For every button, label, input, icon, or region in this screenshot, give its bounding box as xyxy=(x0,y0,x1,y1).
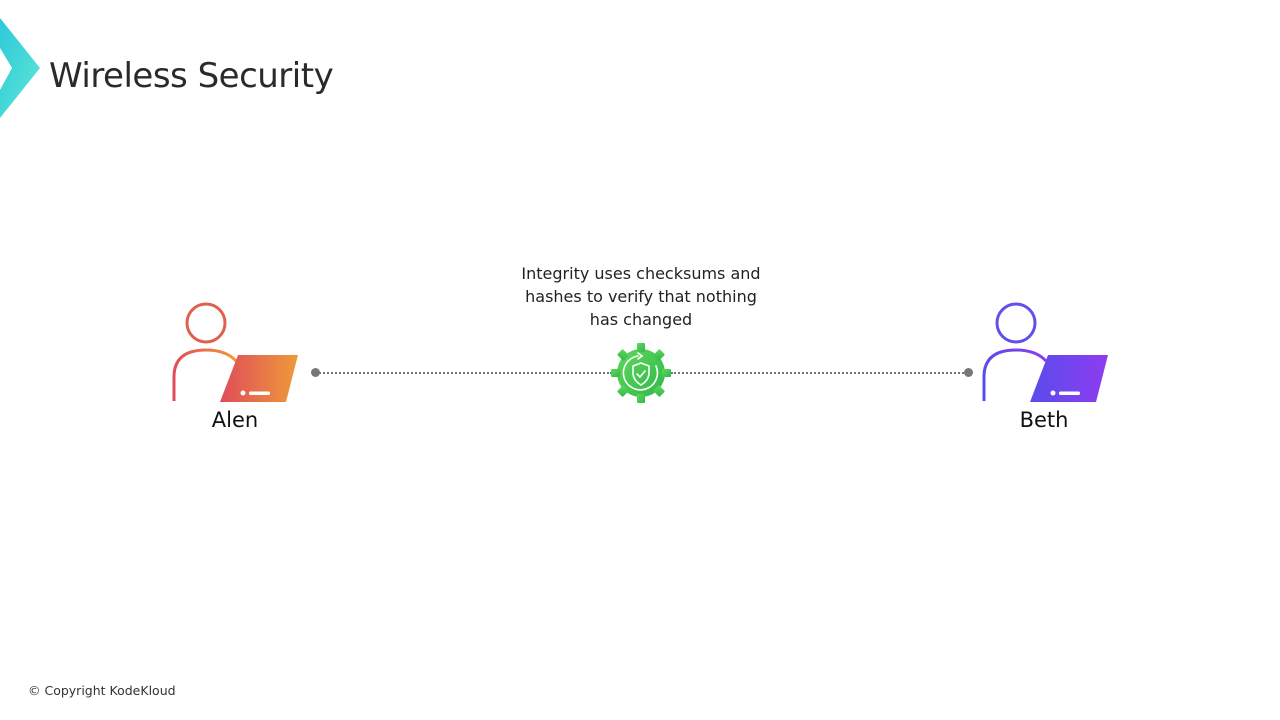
copyright-footer: © Copyright KodeKloud xyxy=(28,683,176,698)
receiver-name: Beth xyxy=(1019,408,1069,432)
alen-user-laptop-icon xyxy=(172,302,298,403)
sender-name: Alen xyxy=(211,408,259,432)
beth-user-laptop-icon xyxy=(982,302,1108,403)
connection-end-dot xyxy=(964,368,973,377)
connection-start-dot xyxy=(311,368,320,377)
integrity-caption: Integrity uses checksums and hashes to v… xyxy=(521,264,761,329)
page-title: Wireless Security xyxy=(49,56,334,96)
shield-check-gear-icon xyxy=(611,343,671,403)
kodekloud-logo-icon xyxy=(0,18,40,118)
connection-line-left xyxy=(316,372,612,374)
connection-line-right xyxy=(671,372,967,374)
